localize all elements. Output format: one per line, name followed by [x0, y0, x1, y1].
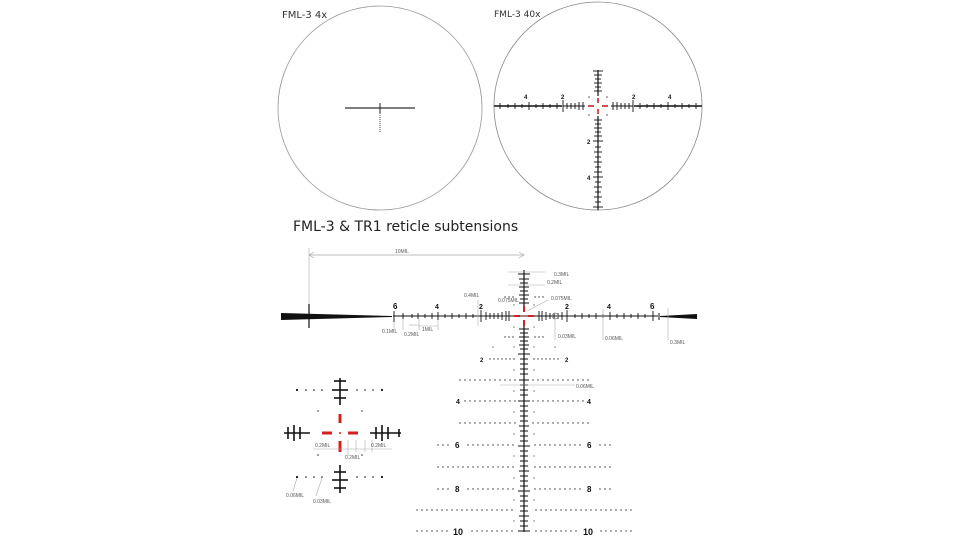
- ann-0.06mil: 0.06MIL: [605, 336, 623, 342]
- ann-0.06mil-tree: 0.06MIL: [576, 384, 594, 390]
- detail-ann-0.03mil: 0.03MIL: [313, 499, 331, 505]
- span-label: 10MIL: [395, 249, 409, 255]
- ann-0.3mil-top: 0.3MIL: [554, 272, 570, 278]
- num-40x-h1: 4: [524, 95, 528, 101]
- tree-num-6-left: 6: [455, 441, 460, 450]
- num-h-6-right: 6: [650, 302, 655, 311]
- detail-ann-left: 0.2MIL: [315, 443, 331, 449]
- tree-num-2-left: 2: [480, 358, 484, 364]
- num-h-2-right: 2: [565, 304, 569, 311]
- center-detail-inset: 0.2MIL 0.2MIL 0.2MIL 0.06MIL 0.03MIL: [284, 378, 401, 505]
- ann-0.1mil: 0.1MIL: [382, 329, 398, 335]
- center-crosshair-40x: [588, 98, 608, 114]
- num-40x-v1: 2: [587, 140, 591, 146]
- ann-0.4mil: 0.4MIL: [464, 293, 480, 299]
- scope-view-40x: 4 2 2 4 2 4: [493, 1, 703, 211]
- holdover-dots: [416, 358, 632, 532]
- num-h-4-right: 4: [607, 304, 611, 311]
- tree-num-2-right: 2: [565, 358, 569, 364]
- center-crosshair: [514, 306, 534, 326]
- ann-1mil: 1MIL: [422, 327, 433, 333]
- tree-num-4-left: 4: [456, 399, 460, 406]
- ann-0.2mil: 0.2MIL: [404, 332, 420, 338]
- tree-num-10-left: 10: [453, 527, 463, 537]
- view-4x-label: FML-3 4x: [282, 10, 328, 21]
- num-h-4-left: 4: [435, 304, 439, 311]
- ann-0.3mil-post: 0.3MIL: [670, 340, 686, 346]
- num-40x-v2: 4: [587, 176, 591, 182]
- num-40x-h2: 2: [561, 95, 565, 101]
- center-detail-crosshair: [322, 414, 358, 452]
- ann-0.2mil-top: 0.2MIL: [547, 280, 563, 286]
- subtension-diagram: 10MIL 6 4 2 2 4 6: [281, 248, 697, 537]
- ann-0.075mil-right: 0.075MIL: [551, 296, 572, 302]
- tree-num-6-right: 6: [587, 441, 592, 450]
- tree-num-8-right: 8: [587, 485, 592, 494]
- num-h-2-left: 2: [479, 304, 483, 311]
- num-40x-h4: 4: [668, 95, 672, 101]
- scope-view-4x: [277, 5, 483, 211]
- tree-num-8-left: 8: [455, 485, 460, 494]
- detail-ann-bottom: 0.2MIL: [345, 455, 361, 461]
- ann-0.03mil: 0.03MIL: [558, 334, 576, 340]
- detail-ann-right: 0.2MIL: [371, 443, 387, 449]
- view-40x-label: FML-3 40x: [494, 10, 541, 20]
- num-h-6-left: 6: [393, 302, 398, 311]
- num-40x-h3: 2: [632, 95, 636, 101]
- diagram-title: FML-3 & TR1 reticle subtensions: [293, 219, 519, 235]
- detail-ann-0.06mil: 0.06MIL: [286, 493, 304, 499]
- tree-num-10-right: 10: [583, 527, 593, 537]
- tree-num-4-right: 4: [587, 399, 591, 406]
- ann-0.075mil-left: 0.075MIL: [498, 298, 519, 304]
